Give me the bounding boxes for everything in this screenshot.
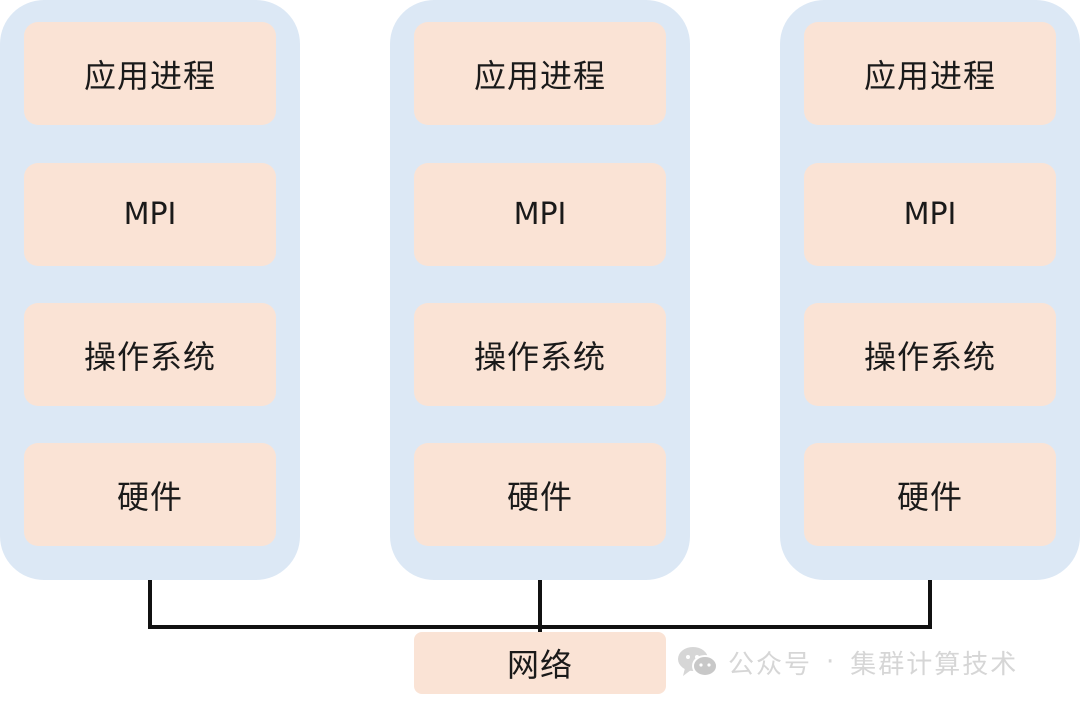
app-process-layer: 应用进程 bbox=[24, 22, 276, 125]
mpi-layer: MPI bbox=[414, 163, 666, 266]
operating-system-layer: 操作系统 bbox=[414, 303, 666, 406]
network-box: 网络 bbox=[414, 632, 666, 694]
mpi-layer: MPI bbox=[24, 163, 276, 266]
operating-system-layer: 操作系统 bbox=[804, 303, 1056, 406]
hardware-layer: 硬件 bbox=[804, 443, 1056, 546]
compute-node-2: 应用进程 MPI 操作系统 硬件 bbox=[390, 0, 690, 580]
app-process-layer: 应用进程 bbox=[804, 22, 1056, 125]
compute-node-1: 应用进程 MPI 操作系统 硬件 bbox=[0, 0, 300, 580]
operating-system-layer: 操作系统 bbox=[24, 303, 276, 406]
compute-node-3: 应用进程 MPI 操作系统 硬件 bbox=[780, 0, 1080, 580]
hardware-layer: 硬件 bbox=[414, 443, 666, 546]
app-process-layer: 应用进程 bbox=[414, 22, 666, 125]
watermark-account-label: 公众号 bbox=[728, 649, 813, 680]
watermark: 公众号 · 集群计算技术 bbox=[676, 630, 1076, 694]
mpi-layer: MPI bbox=[804, 163, 1056, 266]
watermark-separator: · bbox=[826, 647, 837, 677]
watermark-name: 集群计算技术 bbox=[850, 649, 1019, 680]
hardware-layer: 硬件 bbox=[24, 443, 276, 546]
wechat-icon bbox=[678, 647, 718, 677]
